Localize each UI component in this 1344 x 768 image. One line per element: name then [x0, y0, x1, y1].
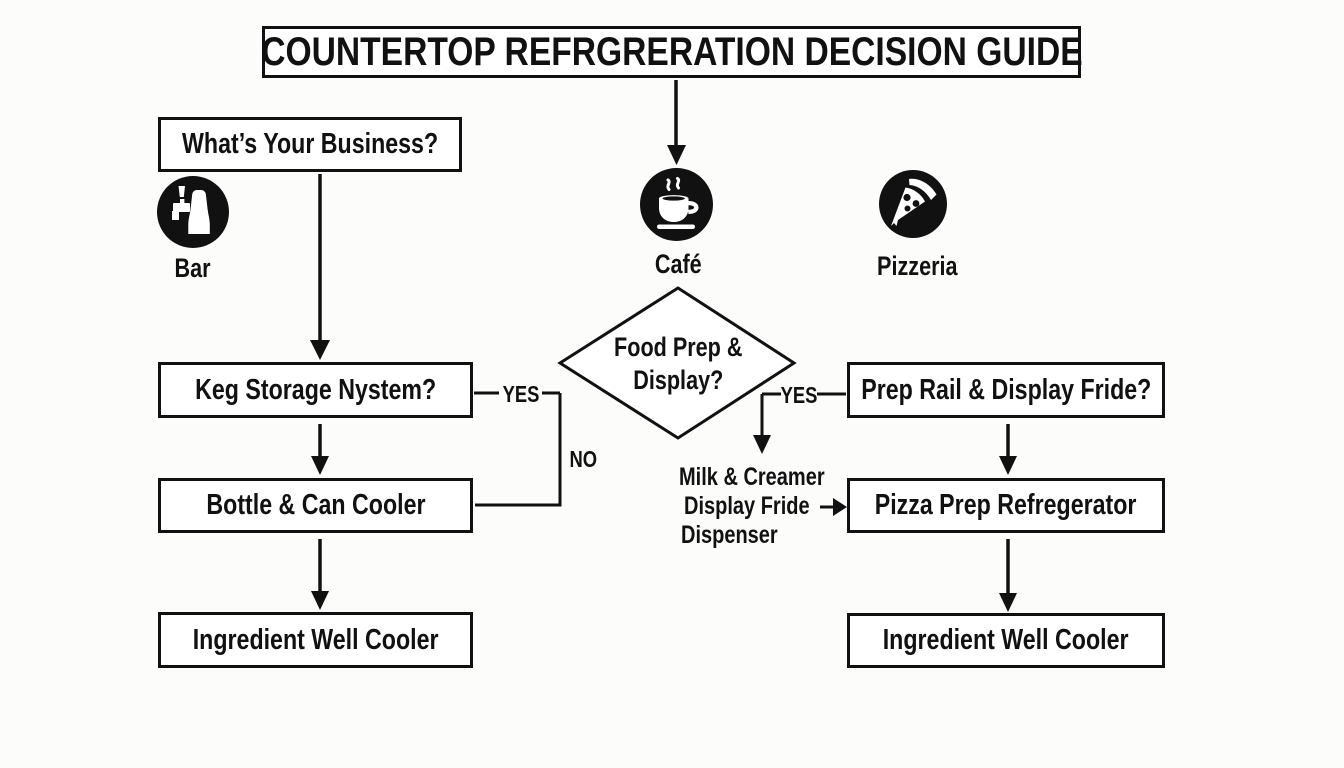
keg-storage-box: Keg Storage Nystem? [158, 362, 473, 418]
business-question-label: What’s Your Business? [181, 128, 439, 160]
prep-rail-box: Prep Rail & Display Fride? [847, 362, 1165, 418]
pizza-prep-refrigerator-box: Pizza Prep Refregerator [847, 478, 1165, 533]
milk-creamer-note: Milk & Creamer Display Fride Dispenser [679, 463, 825, 549]
decision-diamond-label: Food Prep & Display? [613, 332, 743, 395]
pizzeria-business-icon [879, 170, 947, 243]
ingredient-well-cooler-left-box: Ingredient Well Cooler [158, 612, 473, 668]
page-title: COUNTERTOP REFRGRERATION DECISION GUIDE [260, 29, 1083, 74]
bar-business-icon [157, 176, 229, 253]
business-question-box: What’s Your Business? [158, 117, 462, 172]
title-box: COUNTERTOP REFRGRERATION DECISION GUIDE [260, 26, 1083, 78]
cafe-business-icon [640, 168, 713, 246]
edge-keg-no-return [475, 393, 562, 507]
ingredient-well-cooler-right-box: Ingredient Well Cooler [847, 613, 1165, 668]
diamond-yes-label: YES [780, 382, 818, 408]
bar-label: Bar [174, 253, 212, 283]
coffee-cup-icon [640, 168, 713, 241]
keg-no-label: NO [569, 446, 597, 472]
keg-yes-label: YES [502, 381, 540, 407]
cafe-label: Café [654, 249, 702, 279]
pizza-slice-icon [879, 170, 947, 238]
beer-tap-icon [157, 176, 229, 248]
bottle-can-cooler-box: Bottle & Can Cooler [158, 478, 473, 533]
pizzeria-label: Pizzeria [876, 251, 958, 281]
